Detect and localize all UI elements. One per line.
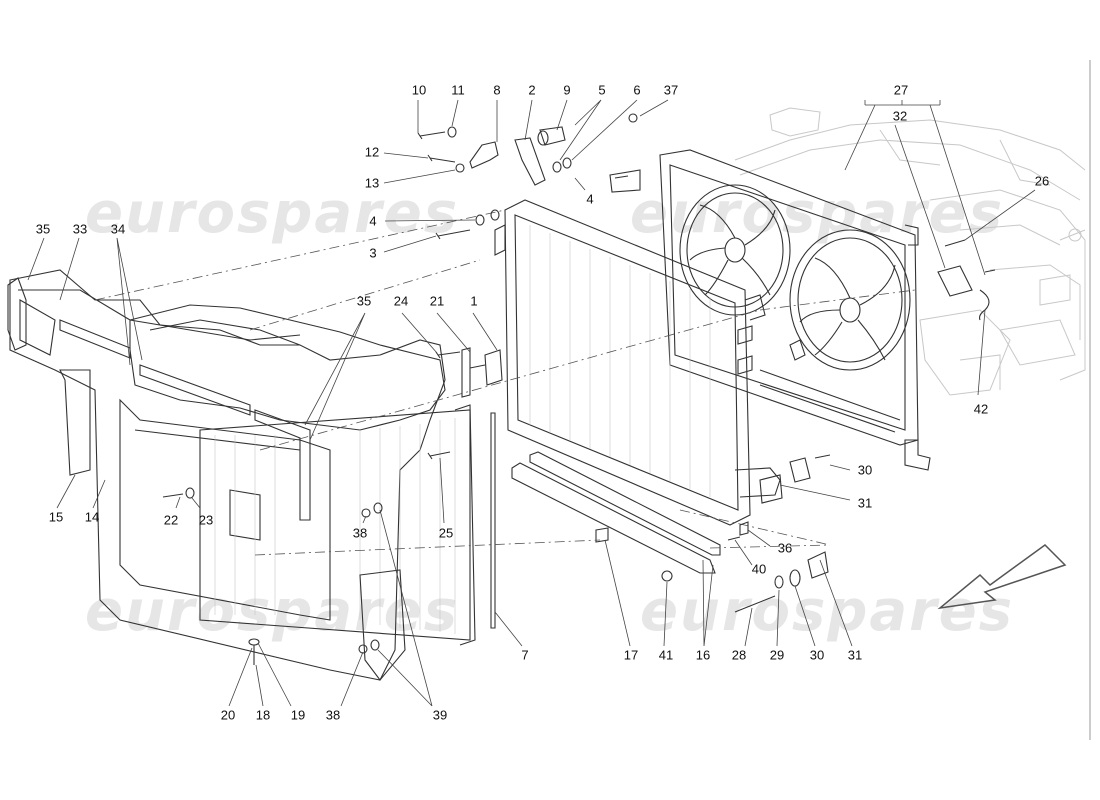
- watermark-bottom-right: eurospares: [640, 579, 1014, 644]
- callout-39: 39: [433, 707, 447, 722]
- callout-21: 21: [430, 293, 444, 308]
- callout-38-upper: 38: [353, 525, 367, 540]
- callout-40: 40: [752, 561, 766, 576]
- fan-shroud-assembly: [609, 149, 931, 471]
- callout-3: 3: [369, 245, 376, 260]
- callout-19: 19: [291, 707, 305, 722]
- radiator-core-fins: [529, 225, 711, 497]
- callout-1: 1: [470, 293, 477, 308]
- watermarks: eurospares eurospares eurospares eurospa…: [85, 181, 1014, 644]
- callout-8: 8: [493, 82, 500, 97]
- callout-37: 37: [664, 82, 678, 97]
- callout-36: 36: [778, 540, 792, 555]
- callout-31-lower: 31: [848, 647, 862, 662]
- callout-10: 10: [412, 82, 426, 97]
- chassis-background: [734, 107, 1086, 396]
- callout-26: 26: [1035, 173, 1049, 188]
- callout-25: 25: [439, 525, 453, 540]
- callout-15: 15: [49, 509, 63, 524]
- cooling-fan-left: [679, 184, 791, 316]
- callout-5: 5: [598, 82, 605, 97]
- direction-arrow: [937, 544, 1067, 610]
- callout-6: 6: [633, 82, 640, 97]
- cooling-fan-right: [789, 229, 911, 371]
- callout-42: 42: [974, 401, 988, 416]
- watermark-top-right: eurospares: [630, 181, 1004, 246]
- callout-9: 9: [563, 82, 570, 97]
- callout-27: 27: [894, 82, 908, 97]
- callout-24: 24: [394, 293, 408, 308]
- callout-35-right: 35: [357, 293, 371, 308]
- watermark-top-left: eurospares: [85, 181, 459, 246]
- rod: [490, 412, 496, 629]
- fasteners: [162, 113, 996, 665]
- callout-23: 23: [199, 512, 213, 527]
- callout-28: 28: [732, 647, 746, 662]
- condenser-fins: [214, 418, 456, 634]
- callout-4-upper: 4: [586, 191, 593, 206]
- callout-41: 41: [659, 647, 673, 662]
- callout-17: 17: [624, 647, 638, 662]
- callout-12: 12: [365, 144, 379, 159]
- callout-22: 22: [164, 512, 178, 527]
- callout-31-upper: 31: [858, 495, 872, 510]
- callout-7: 7: [521, 647, 528, 662]
- callout-2: 2: [528, 82, 535, 97]
- callout-32: 32: [893, 108, 907, 123]
- callout-30-lower: 30: [810, 647, 824, 662]
- callout-38-lower: 38: [326, 707, 340, 722]
- callout-35-left: 35: [36, 221, 50, 236]
- callout-20: 20: [221, 707, 235, 722]
- callout-18: 18: [256, 707, 270, 722]
- radiator: [494, 199, 781, 526]
- callout-30-upper: 30: [858, 462, 872, 477]
- callout-29: 29: [770, 647, 784, 662]
- callouts: 10 11 8 2 9 5 6 37 12 13 4 4 3 35 33 34 …: [36, 82, 1049, 722]
- lower-brackets: [511, 451, 721, 574]
- alignment-lines: [94, 209, 916, 556]
- callout-4-lower: 4: [369, 213, 376, 228]
- callout-14: 14: [85, 509, 99, 524]
- callout-33: 33: [73, 221, 87, 236]
- callout-16: 16: [696, 647, 710, 662]
- leader-lines: [27, 99, 1036, 707]
- callout-11: 11: [451, 82, 465, 97]
- callout-34: 34: [111, 221, 125, 236]
- callout-13: 13: [365, 175, 379, 190]
